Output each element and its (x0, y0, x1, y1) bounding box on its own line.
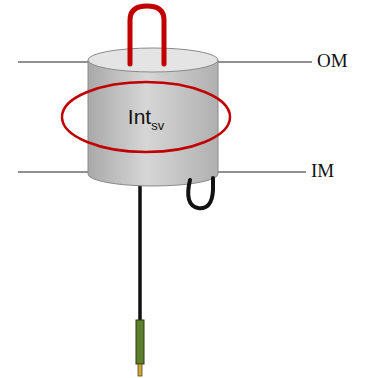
tail-line (138, 184, 142, 322)
subscript-text: sv (151, 118, 164, 133)
channel-label-box: Intsv (96, 100, 196, 138)
green-tip (136, 320, 144, 364)
cylinder-top (88, 48, 218, 72)
membrane-label: IM (311, 160, 334, 182)
tip-end (138, 364, 142, 376)
cylinder-body (88, 60, 218, 186)
red-ellipse (62, 82, 230, 152)
membrane-label: OM (317, 50, 348, 72)
main-text: Int (128, 105, 151, 128)
red-loop (130, 6, 164, 64)
text-group: Intsv (128, 105, 164, 133)
black-loop (188, 178, 213, 208)
